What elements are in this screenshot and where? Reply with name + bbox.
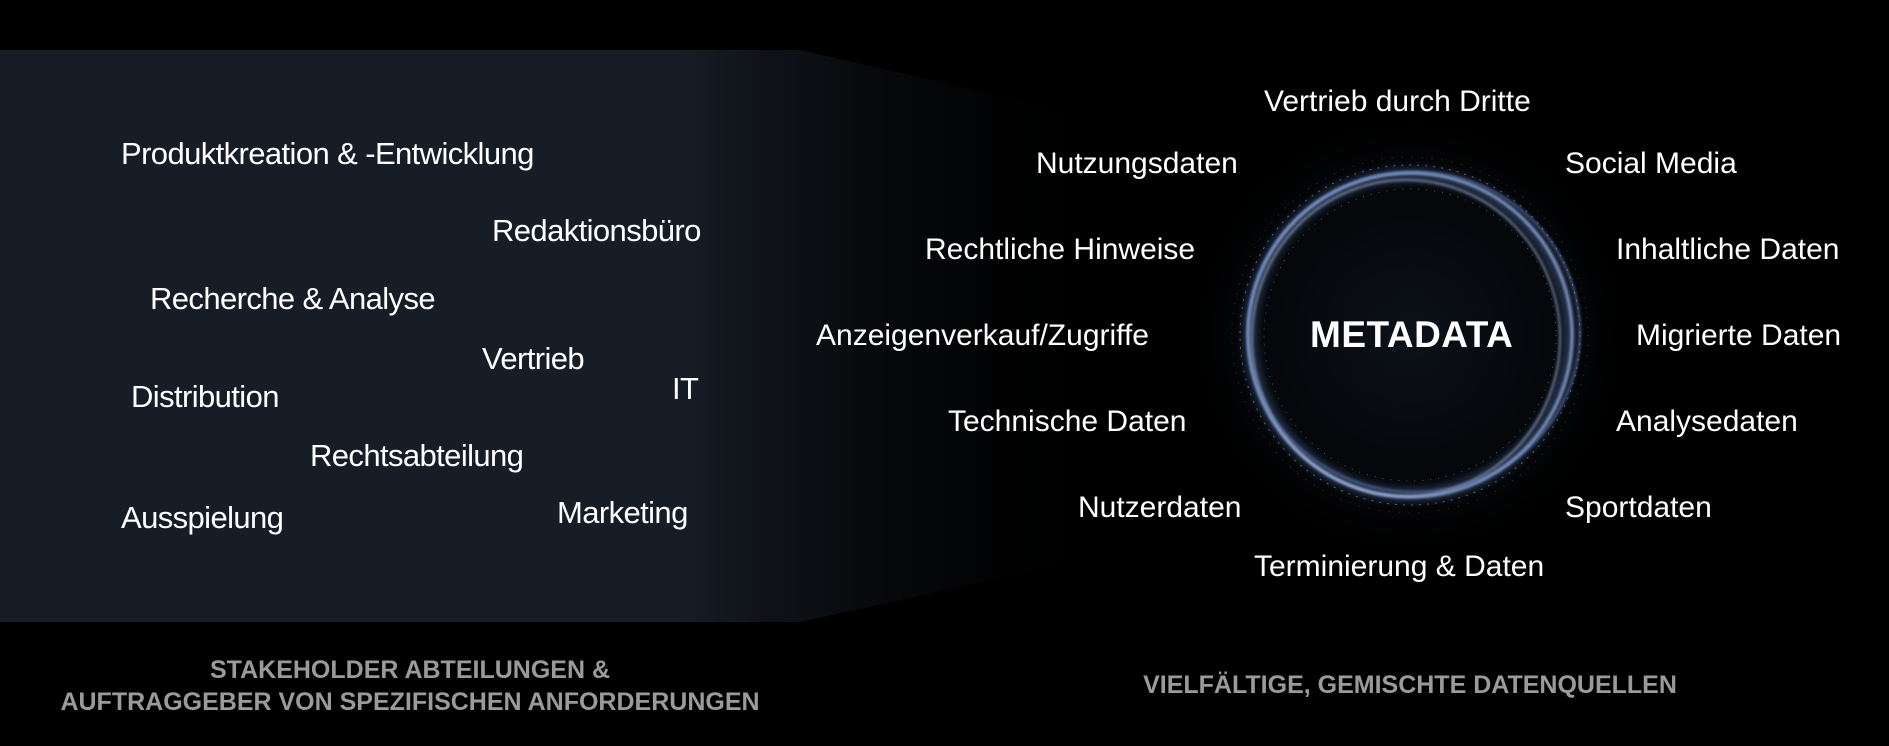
source-technische-daten: Technische Daten <box>948 405 1187 438</box>
left-caption-line2: AUFTRAGGEBER VON SPEZIFISCHEN ANFORDERUN… <box>60 688 760 716</box>
source-rechtliche-hinweise: Rechtliche Hinweise <box>925 233 1196 266</box>
department-marketing: Marketing <box>557 495 688 530</box>
department-produktkreation: Produktkreation & -Entwicklung <box>121 136 534 171</box>
metadata-ring <box>1231 156 1589 514</box>
department-ausspielung: Ausspielung <box>121 500 284 535</box>
left-caption-line1: STAKEHOLDER ABTEILUNGEN & <box>210 656 610 684</box>
metadata-label: METADATA <box>1310 314 1514 355</box>
source-migrierte-daten: Migrierte Daten <box>1636 319 1842 352</box>
source-nutzerdaten: Nutzerdaten <box>1078 491 1242 524</box>
source-terminierung: Terminierung & Daten <box>1254 550 1545 583</box>
department-it: IT <box>672 371 699 406</box>
source-anzeigenverkauf: Anzeigenverkauf/Zugriffe <box>816 319 1149 352</box>
department-vertrieb: Vertrieb <box>482 341 585 376</box>
source-inhaltliche-daten: Inhaltliche Daten <box>1616 233 1840 266</box>
source-social-media: Social Media <box>1565 147 1737 180</box>
left-caption: STAKEHOLDER ABTEILUNGEN & AUFTRAGGEBER V… <box>40 654 780 718</box>
department-distribution: Distribution <box>131 379 279 414</box>
department-recherche: Recherche & Analyse <box>150 281 436 316</box>
source-analysedaten: Analysedaten <box>1616 405 1798 438</box>
right-caption: VIELFÄLTIGE, GEMISCHTE DATENQUELLEN <box>1143 671 1677 699</box>
department-redaktionsbuero: Redaktionsbüro <box>492 213 701 248</box>
source-nutzungsdaten: Nutzungsdaten <box>1036 147 1238 180</box>
department-rechtsabteilung: Rechtsabteilung <box>310 438 524 473</box>
source-sportdaten: Sportdaten <box>1565 491 1712 524</box>
source-vertrieb-durch-dritte: Vertrieb durch Dritte <box>1264 85 1531 118</box>
